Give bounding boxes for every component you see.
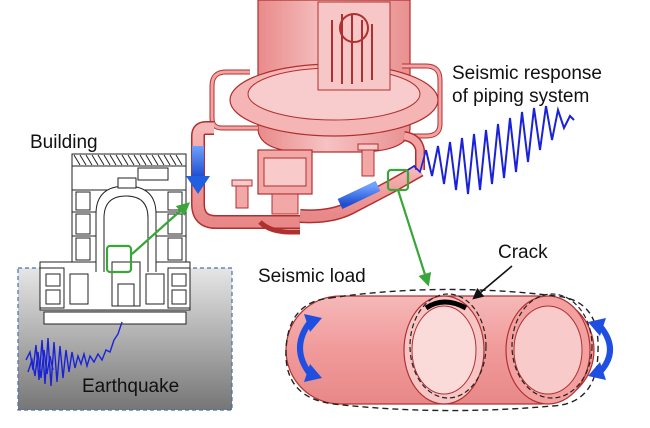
seismic-response-label: Seismic response of piping system: [452, 62, 602, 108]
cracked-pipe-detail: [285, 288, 599, 412]
building-section: [39, 153, 191, 325]
reactor-vessel: [229, 0, 439, 153]
crack-pointer-arrow: [472, 265, 513, 300]
crack-mark: [424, 299, 468, 311]
seismic-response-lead: [407, 149, 427, 174]
left-rotation-arrow: [297, 314, 322, 382]
earthquake-waveform: [25, 321, 123, 387]
piping-system: [186, 63, 443, 235]
seismic-response-waveform: [425, 105, 575, 195]
seismic-response-line1: Seismic response: [452, 63, 602, 84]
seismic-response-line2: of piping system: [452, 86, 590, 107]
building-highlight-box: [105, 244, 133, 274]
building-to-pipe-arrow: [131, 202, 190, 255]
pipe-to-detail-arrow: [396, 189, 432, 287]
crack-label: Crack: [498, 242, 548, 263]
seismic-load-label: Seismic load: [258, 266, 366, 287]
building-label: Building: [30, 132, 98, 153]
right-rotation-arrow: [588, 318, 613, 380]
earthquake-label: Earthquake: [82, 376, 180, 397]
